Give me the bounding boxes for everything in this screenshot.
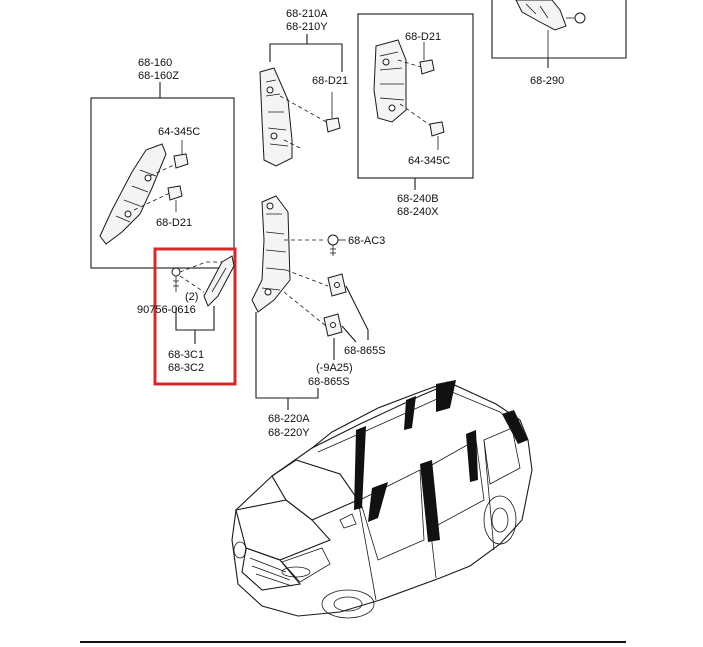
note-9A25: (-9A25) bbox=[316, 362, 353, 374]
label-64-345C-box160: 64-345C bbox=[158, 126, 200, 138]
label-64-345C-box240: 64-345C bbox=[408, 155, 450, 167]
label-68-290: 68-290 bbox=[530, 75, 564, 87]
label-68-210A: 68-210A bbox=[286, 8, 328, 20]
label-68-220Y: 68-220Y bbox=[268, 427, 310, 439]
part-68-210 bbox=[259, 67, 293, 167]
label-68-240B: 68-240B bbox=[397, 193, 439, 205]
label-qty-2: (2) bbox=[185, 291, 198, 303]
label-68-3C2: 68-3C2 bbox=[168, 362, 204, 374]
box-68-290 bbox=[491, 0, 627, 68]
label-68-160: 68-160 bbox=[138, 57, 172, 69]
label-68-160Z: 68-160Z bbox=[138, 70, 179, 82]
label-90756-0616: 90756-0616 bbox=[137, 304, 196, 316]
part-68-220 bbox=[251, 195, 329, 327]
clip-68-D21-top bbox=[325, 92, 341, 133]
label-68-3C1: 68-3C1 bbox=[168, 349, 204, 361]
label-68-220A: 68-220A bbox=[268, 413, 310, 425]
minivan-illustration bbox=[231, 380, 533, 619]
bolt-68-AC3 bbox=[327, 234, 346, 256]
label-68-865S-a: 68-865S bbox=[344, 345, 386, 357]
label-68-D21-box160: 68-D21 bbox=[156, 217, 192, 229]
label-68-AC3: 68-AC3 bbox=[348, 235, 385, 247]
part-68-3C1 bbox=[171, 255, 235, 344]
box-68-160 bbox=[90, 97, 235, 269]
label-68-D21-box240: 68-D21 bbox=[405, 31, 441, 43]
label-68-210Y: 68-210Y bbox=[286, 21, 328, 33]
label-68-865S-b: 68-865S bbox=[308, 376, 350, 388]
label-68-240X: 68-240X bbox=[397, 206, 439, 218]
highlight-box-68-3C1 bbox=[153, 247, 237, 386]
bracket-68-865S bbox=[323, 273, 369, 343]
label-68-D21-top: 68-D21 bbox=[312, 75, 348, 87]
